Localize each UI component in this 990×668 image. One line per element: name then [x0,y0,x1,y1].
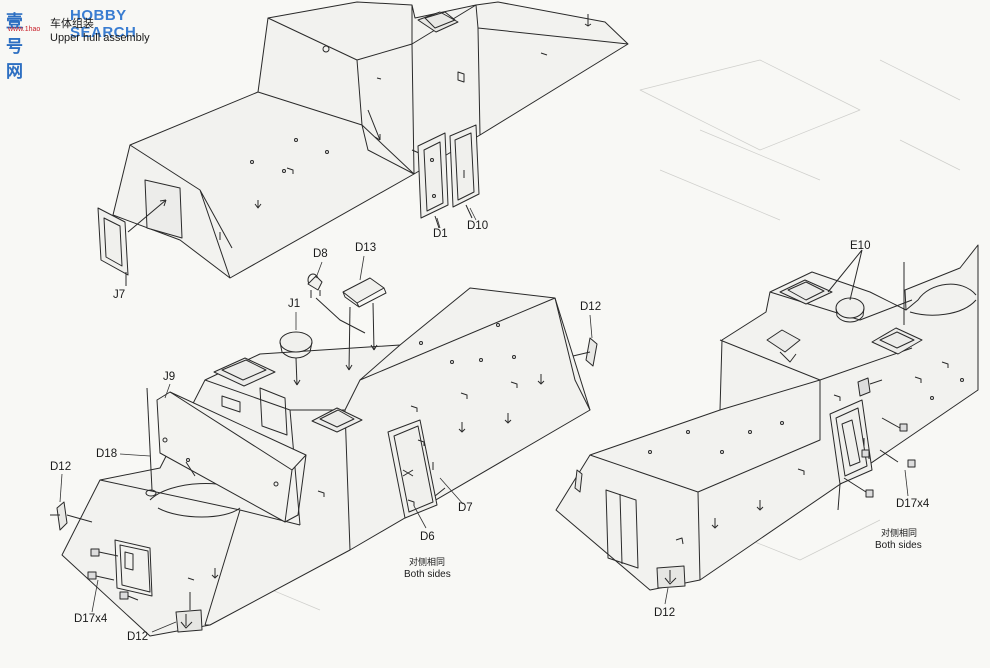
callout-d13: D13 [355,242,377,254]
lower-right-hull [555,244,979,591]
callout-d1: D1 [433,228,448,240]
callout-d7: D7 [458,502,473,514]
callout-d12-right: D12 [654,607,676,619]
callout-e10: E10 [850,240,871,252]
callout-j9: J9 [163,371,176,383]
lower-left-hull [50,273,598,637]
watermark-logo: 壹号网 [6,12,23,81]
note-both-sides-en-left: Both sides [404,569,451,580]
callout-j1: J1 [288,298,301,310]
note-both-sides-cn-left: 对侧相同 [409,557,446,567]
top-hull [97,1,629,286]
callout-d17x4-right: D17x4 [896,498,930,510]
note-both-sides-en-right: Both sides [875,540,922,551]
watermark-text: HOBBY SEARCH [70,7,137,41]
step-title-cn: 车体组装 [50,18,94,30]
callout-d12-left: D12 [50,461,72,473]
watermark-url: www.1hao [8,26,41,33]
callout-j7: J7 [113,289,126,301]
callout-d18: D18 [96,448,118,460]
note-both-sides-cn-right: 对侧相同 [881,528,918,538]
callout-d10: D10 [467,220,489,232]
leader-lines [59,207,909,633]
callout-d12-top: D12 [580,301,602,313]
step-title-en: Upper hull assembly [50,32,150,44]
callout-d12-bottom: D12 [127,631,149,643]
callout-d6: D6 [420,531,435,543]
callout-d8: D8 [313,248,328,260]
callout-d17x4-left: D17x4 [74,613,108,625]
